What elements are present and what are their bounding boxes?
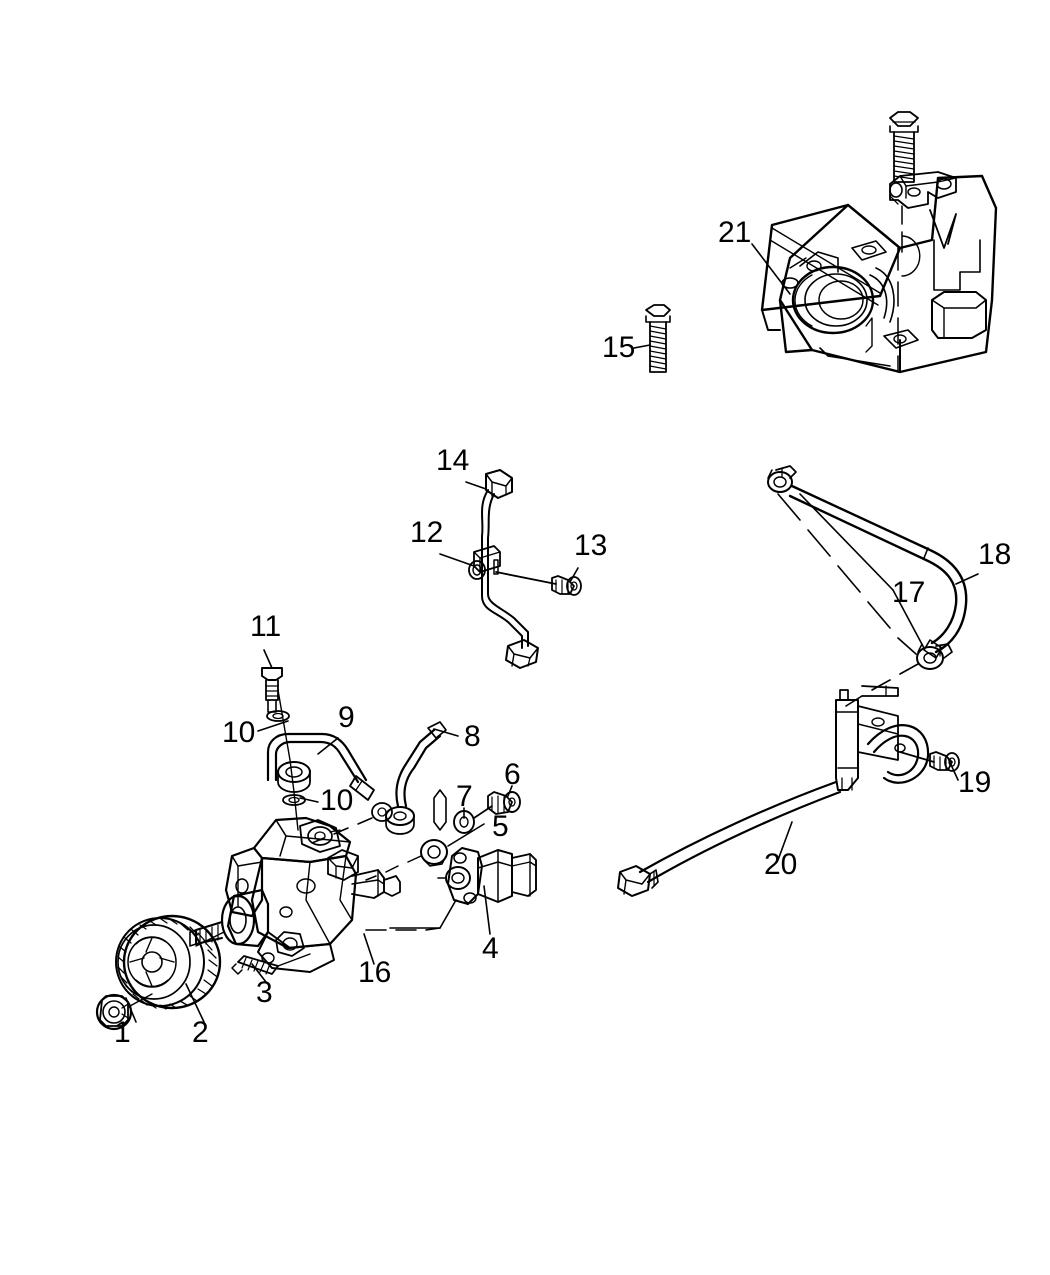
gear-housing-cover-21 — [760, 174, 998, 374]
callout-9: 9 — [338, 701, 355, 734]
callout-21: 21 — [718, 216, 752, 249]
callout-1: 1 — [114, 1016, 131, 1049]
callout-11: 11 — [250, 610, 282, 643]
callout-10-lower: 10 — [320, 784, 354, 817]
callout-16: 16 — [358, 956, 392, 989]
drive-gear-2 — [115, 914, 225, 1010]
callout-12: 12 — [410, 516, 444, 549]
stud-3 — [231, 953, 311, 975]
banjo-and-hoses — [261, 667, 447, 844]
callout-15: 15 — [602, 331, 636, 364]
housing-bolt-and-bracket — [889, 111, 957, 253]
fuel-supply-line-assembly — [617, 685, 960, 897]
callout-17: 17 — [892, 576, 926, 609]
callout-6: 6 — [504, 758, 521, 791]
hose-and-clamps — [767, 465, 968, 707]
bolt-and-washer-6-7 — [433, 789, 521, 834]
callout-18: 18 — [978, 538, 1012, 571]
bolt-15 — [645, 304, 671, 373]
callout-13: 13 — [574, 529, 608, 562]
callout-20: 20 — [764, 848, 798, 881]
callout-leaders — [125, 243, 979, 1023]
callout-4: 4 — [482, 932, 499, 965]
callout-8: 8 — [464, 720, 481, 753]
callout-5: 5 — [492, 810, 509, 843]
o-ring-5 — [365, 839, 448, 881]
callout-14: 14 — [436, 444, 470, 477]
high-pressure-line-assembly — [468, 469, 582, 669]
callout-3: 3 — [256, 976, 273, 1009]
callout-7: 7 — [456, 780, 473, 813]
callout-10-upper: 10 — [222, 716, 256, 749]
callout-19: 19 — [958, 766, 992, 799]
callout-2: 2 — [192, 1016, 209, 1049]
